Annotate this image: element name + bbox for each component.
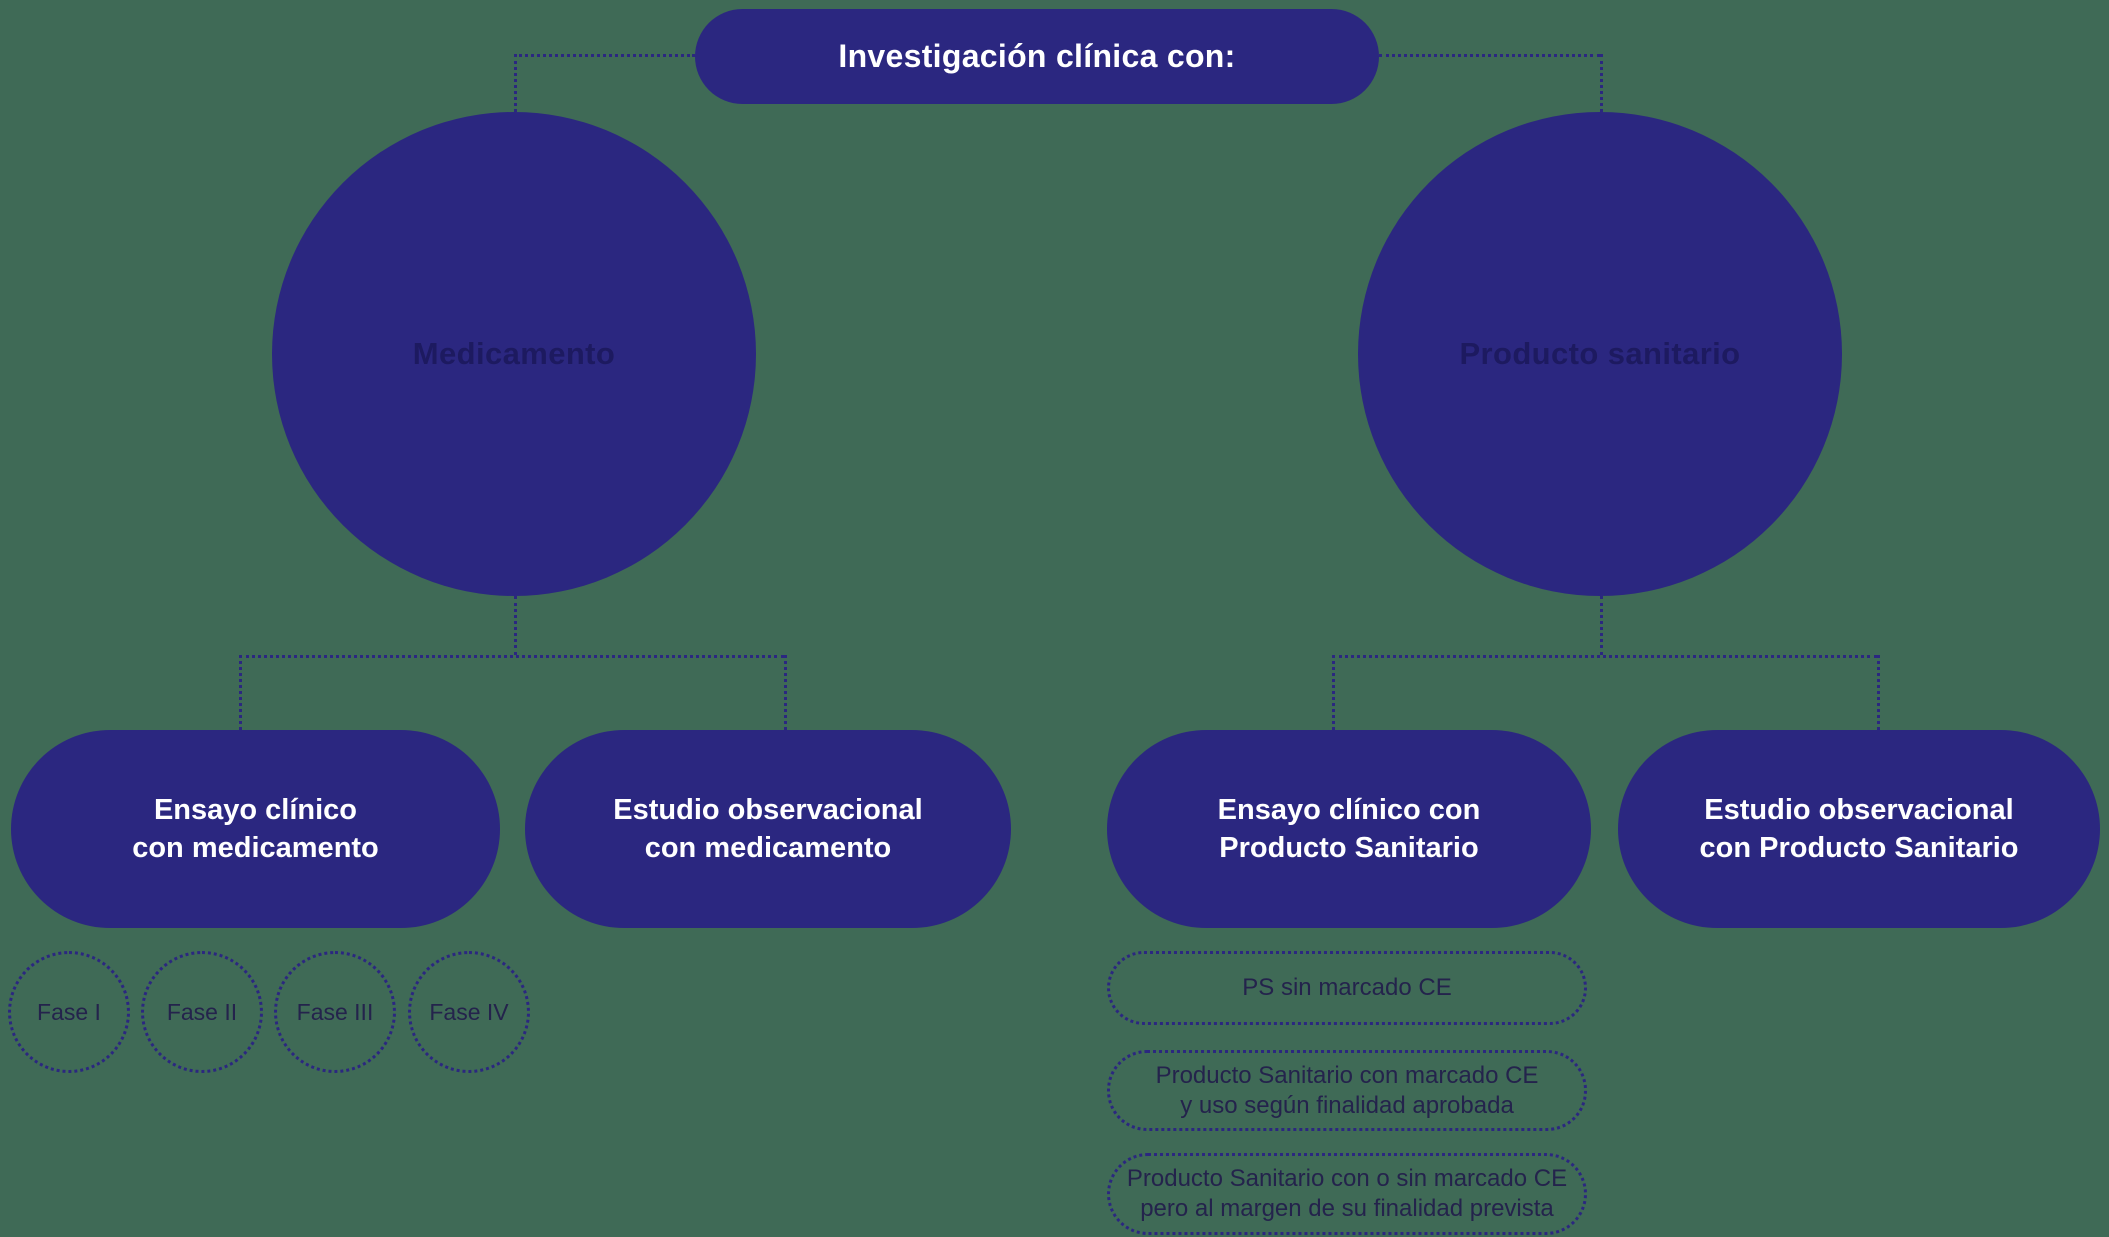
node-estudio-observacional-medicamento: Estudio observacional con medicamento [525,730,1011,928]
node-label-line: Estudio observacional [613,793,923,826]
connector-root-to-producto-vertical [1600,54,1603,112]
note-label-line: pero al margen de su finalidad prevista [1140,1195,1554,1222]
connector-to-estudio-medicamento [784,655,787,730]
node-ensayo-clinico-medicamento: Ensayo clínico con medicamento [11,730,500,928]
connector-to-estudio-producto [1877,655,1880,730]
note-label-line: Producto Sanitario con o sin marcado CE [1126,1165,1568,1192]
node-estudio-observacional-producto-sanitario: Estudio observacional con Producto Sanit… [1618,730,2100,928]
connector-producto-stem [1600,596,1603,655]
connector-medicamento-stem [514,596,517,655]
connector-root-to-medicamento-vertical [514,54,517,112]
node-label-line: con medicamento [132,832,379,864]
node-label-line: con Producto Sanitario [1699,832,2019,864]
fase-ii-label: Fase II [166,998,238,1025]
note-ps-con-marcado-ce: Producto Sanitario con marcado CE y uso … [1107,1050,1587,1131]
node-label-line: Estudio observacional [1704,793,2014,826]
fase-i-label: Fase I [37,998,101,1025]
root-node-label: Investigación clínica con: [838,38,1236,74]
note-label-line: Producto Sanitario con marcado CE [1155,1061,1539,1089]
connector-root-to-medicamento-horizontal [514,54,695,57]
fase-iv-circle: Fase IV [408,951,530,1073]
producto-sanitario-circle-label: Producto sanitario [1459,336,1741,371]
connector-to-ensayo-medicamento [239,655,242,730]
producto-sanitario-circle: Producto sanitario [1358,112,1842,596]
connector-root-to-producto-horizontal [1379,54,1600,57]
note-label-line: PS sin marcado CE [1242,974,1452,1001]
node-label-line: con medicamento [644,832,892,864]
fase-iii-circle: Fase III [274,951,396,1073]
fase-iv-label: Fase IV [429,998,509,1025]
medicamento-circle: Medicamento [272,112,756,596]
node-label-line: Ensayo clínico con [1217,793,1481,826]
medicamento-circle-label: Medicamento [412,336,616,371]
fase-ii-circle: Fase II [141,951,263,1073]
root-node: Investigación clínica con: [695,9,1379,104]
node-ensayo-clinico-producto-sanitario: Ensayo clínico con Producto Sanitario [1107,730,1591,928]
note-ps-al-margen-finalidad: Producto Sanitario con o sin marcado CE … [1107,1153,1587,1235]
note-ps-sin-marcado-ce: PS sin marcado CE [1107,951,1587,1025]
node-label-line: Producto Sanitario [1219,832,1479,864]
connector-producto-branch-horizontal [1332,655,1877,658]
fase-i-circle: Fase I [8,951,130,1073]
note-label-line: y uso según finalidad aprobada [1180,1091,1514,1119]
connector-to-ensayo-producto [1332,655,1335,730]
connector-medicamento-branch-horizontal [239,655,784,658]
fase-iii-label: Fase III [296,998,374,1025]
node-label-line: Ensayo clínico [153,793,358,826]
